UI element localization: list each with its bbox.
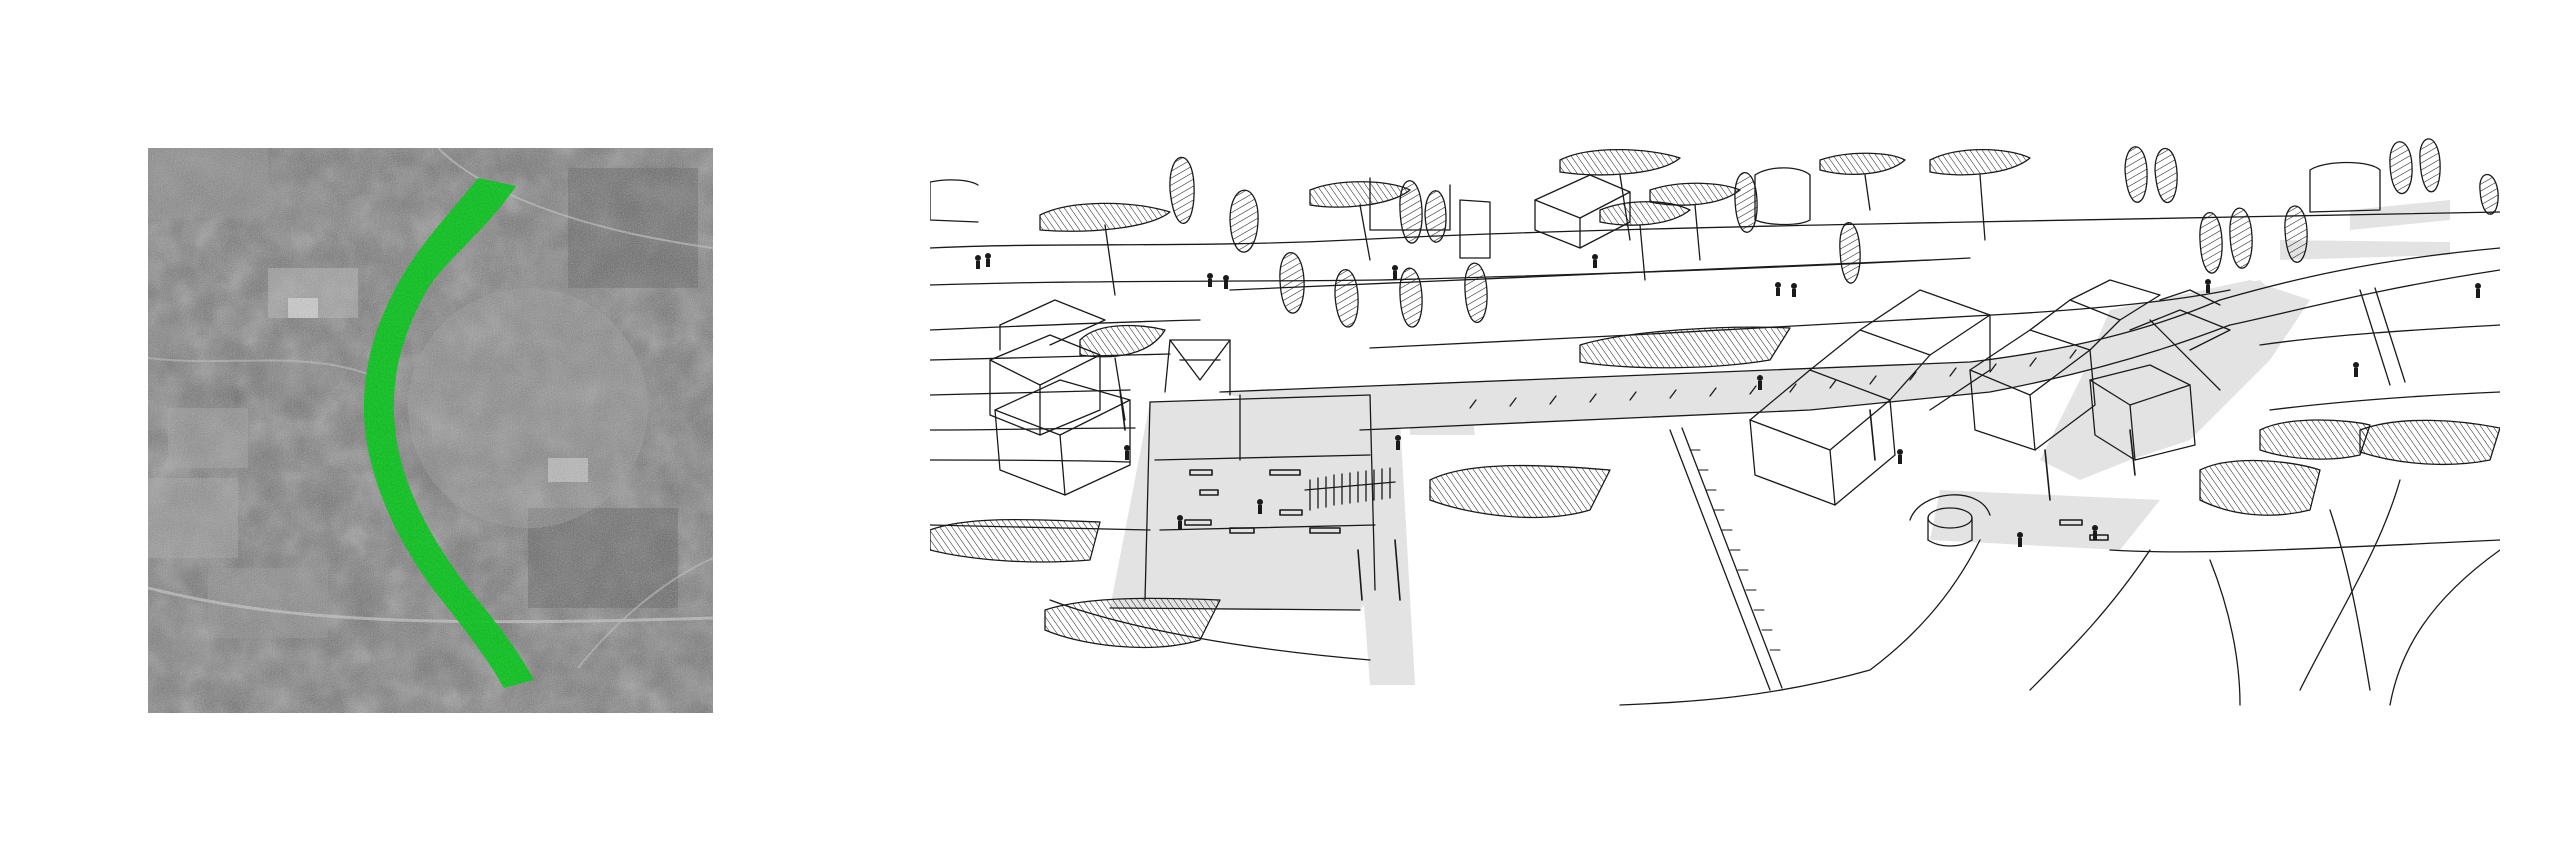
light-posts bbox=[1119, 389, 2136, 601]
human-figures bbox=[975, 253, 2481, 547]
perspective-sketch bbox=[930, 138, 2500, 706]
buildings-left bbox=[989, 299, 1376, 601]
buildings-right bbox=[1749, 279, 2231, 547]
aerial-photo-panel bbox=[148, 148, 713, 713]
perspective-sketch-panel bbox=[930, 130, 2500, 720]
columnar-trees bbox=[1169, 138, 2499, 328]
road-marks bbox=[1469, 349, 2077, 409]
paved-areas bbox=[1110, 200, 2450, 685]
pergola bbox=[1304, 467, 1396, 511]
path-ticks bbox=[1689, 449, 1781, 651]
paths bbox=[1669, 287, 2406, 691]
aerial-photo bbox=[148, 148, 713, 713]
umbrella-pines bbox=[930, 148, 2500, 649]
benches bbox=[1184, 469, 2109, 541]
